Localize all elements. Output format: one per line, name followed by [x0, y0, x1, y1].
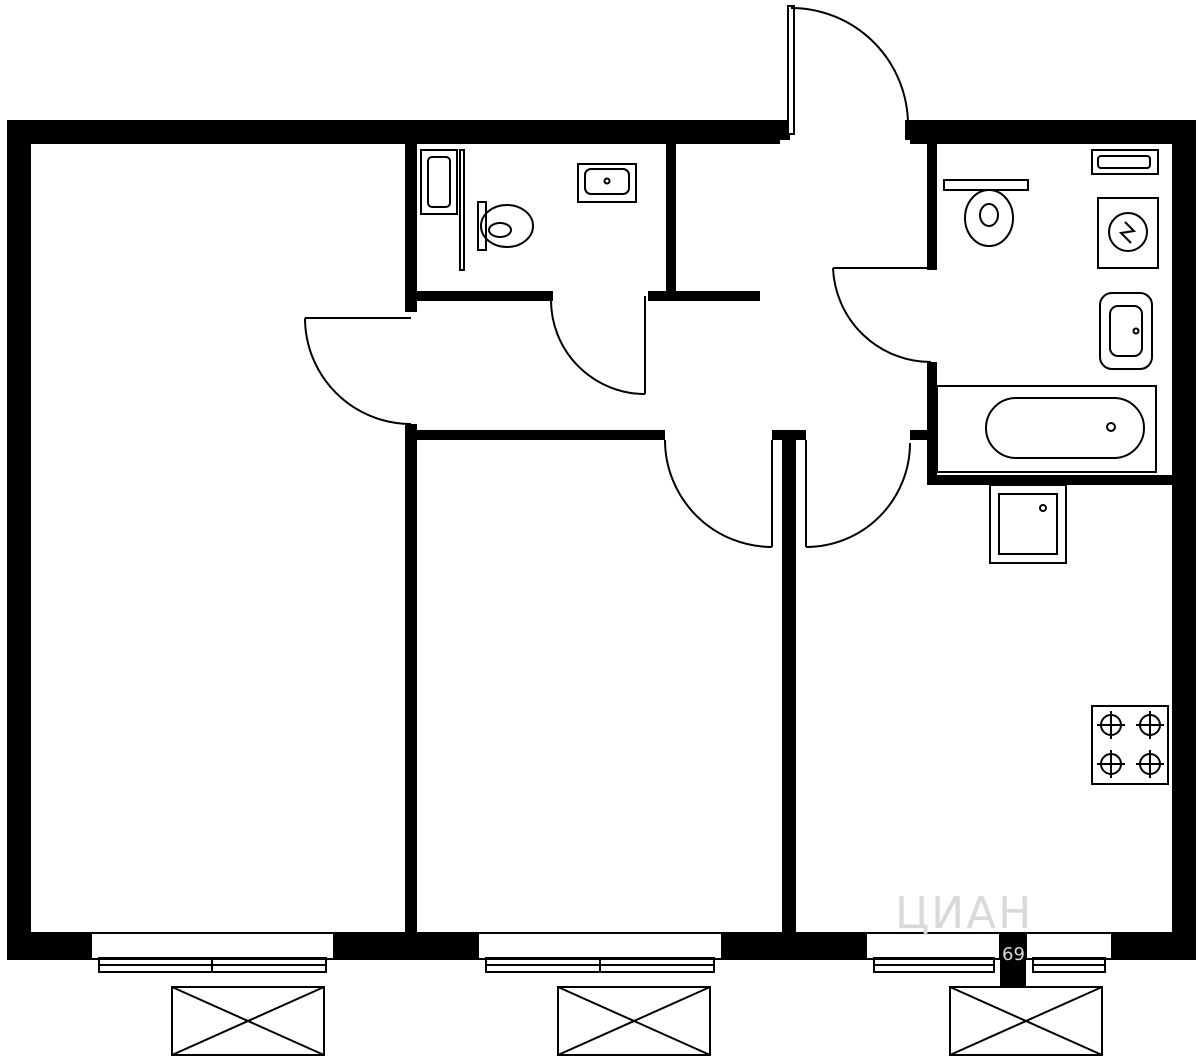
middle-room-door: [664, 439, 773, 548]
fixtures: [420, 149, 1169, 785]
wall-bath-corner: [910, 430, 937, 440]
balcony-vent-2: [557, 986, 711, 1056]
window-mullion: [1000, 932, 1026, 988]
outer-wall-bottom-1: [7, 932, 91, 960]
washing-machine: [1097, 197, 1159, 269]
doors: [304, 5, 932, 548]
balcony-vent-3: [949, 986, 1103, 1056]
wall-corridor-bottom: [405, 430, 665, 440]
walls: [7, 120, 1196, 988]
left-room-door: [304, 317, 412, 425]
outer-wall-bottom-3: [722, 932, 866, 960]
wall-toilet-bottom-right: [648, 291, 760, 301]
window-1: [90, 932, 335, 960]
toilet-door: [550, 296, 646, 395]
wall-left-room-upper: [405, 144, 417, 312]
kitchen-door: [805, 440, 911, 548]
stove: [1091, 705, 1169, 785]
window-4: [1025, 932, 1113, 960]
wall-bath-bottom: [927, 475, 1196, 485]
burner: [1136, 711, 1164, 739]
watermark-fragment: 69: [1002, 944, 1025, 965]
wall-bath-left-upper: [927, 144, 937, 270]
wall-middle-kitchen-cap: [772, 430, 806, 440]
shower-left: [420, 149, 465, 271]
wall-middle-kitchen: [782, 430, 796, 932]
outer-wall-bottom-4: [1112, 932, 1196, 960]
bathroom-door: [832, 267, 932, 364]
window-2: [477, 932, 723, 960]
entrance-door: [787, 5, 909, 135]
toilet-right: [943, 179, 1029, 247]
outer-wall-bottom-2: [334, 932, 478, 960]
kitchen-sink: [989, 484, 1067, 564]
outer-wall-left: [7, 120, 31, 960]
bathtub: [936, 385, 1157, 473]
watermark: ЦИАН 69: [895, 888, 1033, 965]
burner: [1097, 711, 1125, 739]
burner: [1136, 750, 1164, 778]
wall-left-room-lower: [405, 424, 417, 932]
wall-toilet-right: [666, 144, 676, 296]
outer-wall-top-right-main: [910, 120, 1196, 144]
balcony-vent-1: [171, 986, 325, 1056]
watermark-brand: ЦИАН: [895, 888, 1033, 939]
burner: [1097, 750, 1125, 778]
wall-toilet-bottom: [405, 291, 553, 301]
towel-rail: [1091, 149, 1159, 175]
toilet-left: [477, 201, 534, 251]
sink-left: [577, 163, 637, 203]
outer-wall-top-left: [7, 120, 780, 144]
windows: [90, 932, 1113, 1056]
wall-bath-left-lower: [927, 362, 937, 482]
sink-right: [1099, 292, 1153, 370]
outer-wall-right: [1172, 120, 1196, 960]
